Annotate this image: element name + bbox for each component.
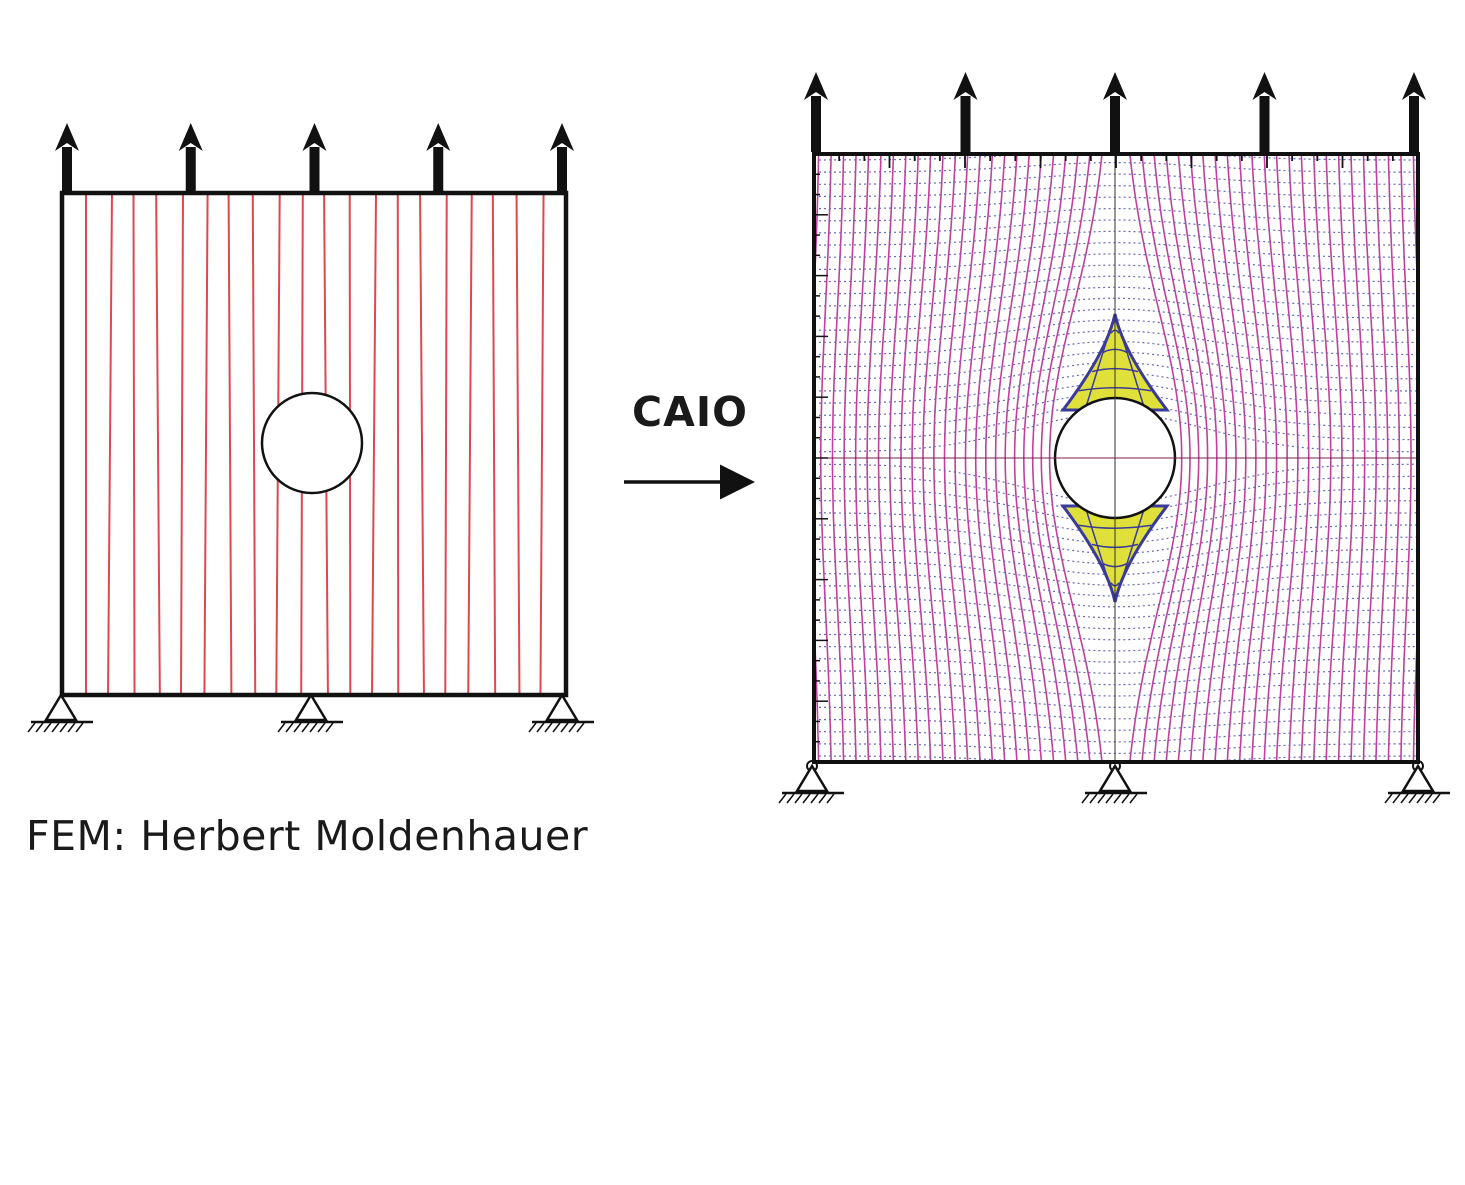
left-support-1 [27, 692, 93, 733]
horizontal-dotted-line [814, 646, 1418, 663]
right-panel-caio-result [778, 72, 1450, 804]
right-load-arrows [804, 72, 1426, 152]
horizontal-dotted-line [814, 682, 1418, 697]
horizontal-dotted-line [814, 755, 1418, 762]
horizontal-dotted-line [814, 340, 1418, 368]
left-load-arrow-2 [178, 123, 203, 191]
left-plate-frame [59, 190, 569, 698]
horizontal-dotted-line [814, 219, 1418, 234]
horizontal-dotted-line [814, 694, 1418, 709]
horizontal-dotted-line [814, 264, 1418, 283]
left-load-arrows [55, 123, 574, 191]
right-load-arrow-3 [1103, 72, 1127, 152]
left-force-line [515, 193, 521, 695]
left-force-line [444, 193, 448, 695]
horizontal-dotted-line [814, 286, 1418, 307]
left-load-arrow-3 [302, 123, 327, 191]
left-load-arrow-5 [550, 123, 574, 191]
horizontal-dotted-line [814, 297, 1418, 319]
left-force-line [107, 193, 113, 695]
horizontal-dotted-line [814, 560, 1418, 586]
left-force-line [467, 193, 473, 695]
right-support-1 [778, 760, 844, 804]
horizontal-dotted-line [814, 743, 1418, 754]
horizontal-dotted-line [814, 162, 1418, 173]
horizontal-dotted-line [814, 230, 1418, 246]
horizontal-dotted-line [814, 597, 1418, 619]
left-force-line [180, 193, 184, 695]
horizontal-dotted-line [814, 241, 1418, 258]
left-support-3 [528, 692, 594, 733]
horizontal-dotted-line [814, 718, 1418, 731]
horizontal-dotted-line [814, 706, 1418, 720]
caption-text: FEM: Herbert Moldenhauer [26, 812, 589, 860]
right-support-2 [1081, 760, 1147, 804]
horizontal-dotted-line [814, 351, 1418, 380]
left-panel-fem-model [27, 123, 594, 733]
horizontal-dotted-line [814, 487, 1418, 524]
horizontal-dotted-line [814, 536, 1418, 565]
horizontal-dotted-line [814, 633, 1418, 652]
horizontal-dotted-line [814, 548, 1418, 576]
horizontal-dotted-line [814, 512, 1418, 544]
horizontal-dotted-line [814, 392, 1418, 429]
horizontal-dotted-line [814, 275, 1418, 295]
left-force-line [491, 193, 497, 695]
horizontal-dotted-line [814, 196, 1418, 210]
right-load-arrow-2 [953, 72, 978, 152]
right-load-arrow-5 [1402, 72, 1426, 152]
horizontal-dotted-line [814, 658, 1418, 675]
horizontal-dotted-line [814, 361, 1418, 392]
left-force-line [251, 193, 257, 695]
horizontal-dotted-line [814, 319, 1418, 343]
left-force-line [155, 193, 161, 695]
left-force-line [419, 193, 425, 695]
right-load-arrow-4 [1252, 72, 1277, 152]
horizontal-dotted-line [814, 253, 1418, 270]
left-force-line [203, 193, 209, 695]
left-force-line [539, 193, 545, 695]
method-label: CAIO [632, 388, 748, 436]
left-hole [260, 391, 364, 495]
horizontal-dotted-line [814, 524, 1418, 555]
horizontal-dotted-line [814, 382, 1418, 416]
left-force-line [371, 193, 377, 695]
horizontal-dotted-line [814, 308, 1418, 331]
left-load-arrow-1 [55, 123, 79, 191]
horizontal-dotted-line [814, 372, 1418, 404]
horizontal-dotted-line [814, 670, 1418, 686]
left-force-lines [85, 193, 545, 695]
left-support-2 [277, 692, 343, 733]
horizontal-dotted-line [814, 500, 1418, 534]
left-force-line [132, 193, 136, 695]
right-supports [778, 760, 1450, 804]
horizontal-dotted-line [814, 173, 1418, 185]
left-supports [27, 692, 594, 733]
horizontal-dotted-line [814, 573, 1418, 597]
horizontal-dotted-line [814, 609, 1418, 630]
left-load-arrow-4 [426, 123, 451, 191]
horizontal-dotted-line [814, 330, 1418, 356]
horizontal-dotted-line [814, 731, 1418, 743]
horizontal-dotted-line [814, 585, 1418, 608]
horizontal-dotted-line [814, 185, 1418, 198]
horizontal-dotted-line [814, 207, 1418, 222]
right-load-arrow-1 [804, 72, 828, 152]
left-force-line [227, 193, 233, 695]
horizontal-dotted-line [814, 621, 1418, 641]
right-support-3 [1384, 760, 1450, 804]
